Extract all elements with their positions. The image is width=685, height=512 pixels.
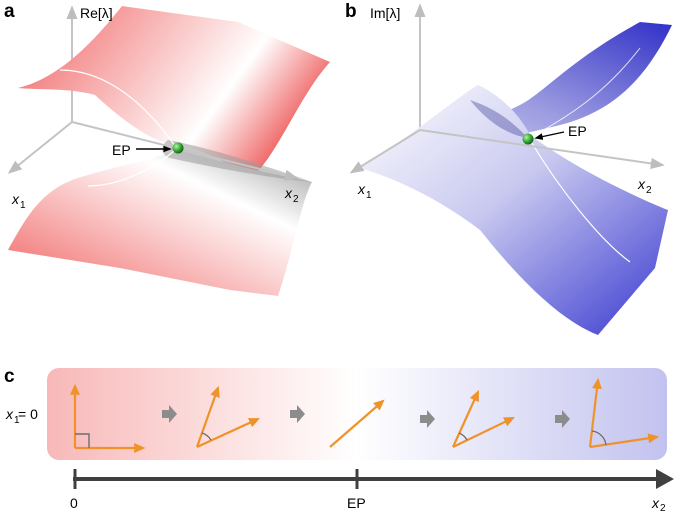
angle-arc-5 bbox=[591, 430, 607, 446]
x1-sub-a: 1 bbox=[20, 200, 26, 211]
vector-a-2 bbox=[195, 385, 220, 448]
panel-b: b EP Im[λ] x 1 x 2 bbox=[345, 1, 672, 335]
axis-label-zero: 0 bbox=[70, 495, 78, 511]
re-throat bbox=[162, 140, 312, 182]
x1-label-a: x bbox=[11, 191, 20, 207]
x1-sub-b: 1 bbox=[366, 190, 372, 201]
state-band bbox=[47, 368, 667, 460]
row-label-rest: = 0 bbox=[18, 406, 38, 422]
axis-label-x2: x bbox=[651, 495, 660, 511]
vector-a-4 bbox=[451, 389, 480, 448]
vector-pair-opening bbox=[451, 389, 515, 448]
x2-axis-b bbox=[419, 129, 665, 169]
vector-coalesced bbox=[329, 399, 385, 448]
angle-arc-2 bbox=[201, 432, 212, 441]
ep-point-a bbox=[172, 142, 184, 154]
x2-axis-arrowhead bbox=[656, 469, 674, 489]
x1-label-b: x bbox=[357, 181, 366, 197]
x2-label-a: x bbox=[284, 185, 293, 201]
x1-axis-a bbox=[7, 121, 73, 174]
panel-c: c x 1 = 0 bbox=[4, 366, 674, 512]
vector-a-5 bbox=[588, 377, 602, 448]
axis-label-x2-sub: 2 bbox=[660, 503, 666, 512]
re-upper-surface bbox=[18, 6, 330, 178]
row-label-var: x bbox=[5, 406, 14, 422]
panel-c-letter: c bbox=[4, 366, 15, 387]
axis-label-ep: EP bbox=[347, 495, 366, 511]
step-arrow-4 bbox=[555, 410, 570, 428]
step-arrow-2 bbox=[290, 405, 305, 423]
step-arrow-3 bbox=[420, 410, 435, 428]
panel-a: a EP Re[λ] x 1 x 2 bbox=[4, 1, 330, 296]
vector-pair-orthogonal bbox=[70, 383, 146, 453]
re-contour-upper bbox=[59, 69, 176, 147]
x1-axis-b bbox=[349, 129, 421, 174]
ep-label-b: EP bbox=[568, 123, 587, 139]
x2-sub-a: 2 bbox=[293, 194, 299, 205]
panel-b-letter: b bbox=[345, 1, 357, 22]
vector-pair-closing bbox=[195, 385, 260, 448]
x2-sub-b: 2 bbox=[646, 185, 652, 196]
ep-point-b bbox=[522, 133, 534, 145]
ep-label-a: EP bbox=[112, 142, 131, 158]
im-lambda-label: Im[λ] bbox=[370, 5, 400, 21]
im-crease bbox=[470, 100, 528, 138]
re-contour-lower bbox=[87, 149, 176, 187]
re-lower-surface bbox=[8, 150, 312, 296]
panel-a-letter: a bbox=[4, 1, 15, 22]
vector-b-4 bbox=[452, 417, 515, 448]
im-contour-lower bbox=[529, 139, 631, 263]
angle-arc-4 bbox=[458, 432, 468, 441]
vector-ep bbox=[329, 399, 385, 448]
re-lambda-label: Re[λ] bbox=[80, 5, 113, 21]
vector-b-5 bbox=[589, 433, 660, 449]
row-label-sub: 1 bbox=[14, 415, 20, 426]
im-rising-surface bbox=[360, 22, 672, 168]
ep-pointer-b bbox=[534, 131, 565, 140]
im-contour-upper bbox=[529, 47, 641, 139]
vector-pair-wide bbox=[588, 377, 660, 449]
x2-label-b: x bbox=[637, 176, 646, 192]
right-angle-mark bbox=[75, 433, 90, 448]
step-arrow-1 bbox=[162, 405, 177, 423]
x2-axis-a bbox=[71, 121, 299, 181]
vector-b-2 bbox=[196, 418, 260, 448]
im-falling-surface bbox=[360, 85, 668, 335]
